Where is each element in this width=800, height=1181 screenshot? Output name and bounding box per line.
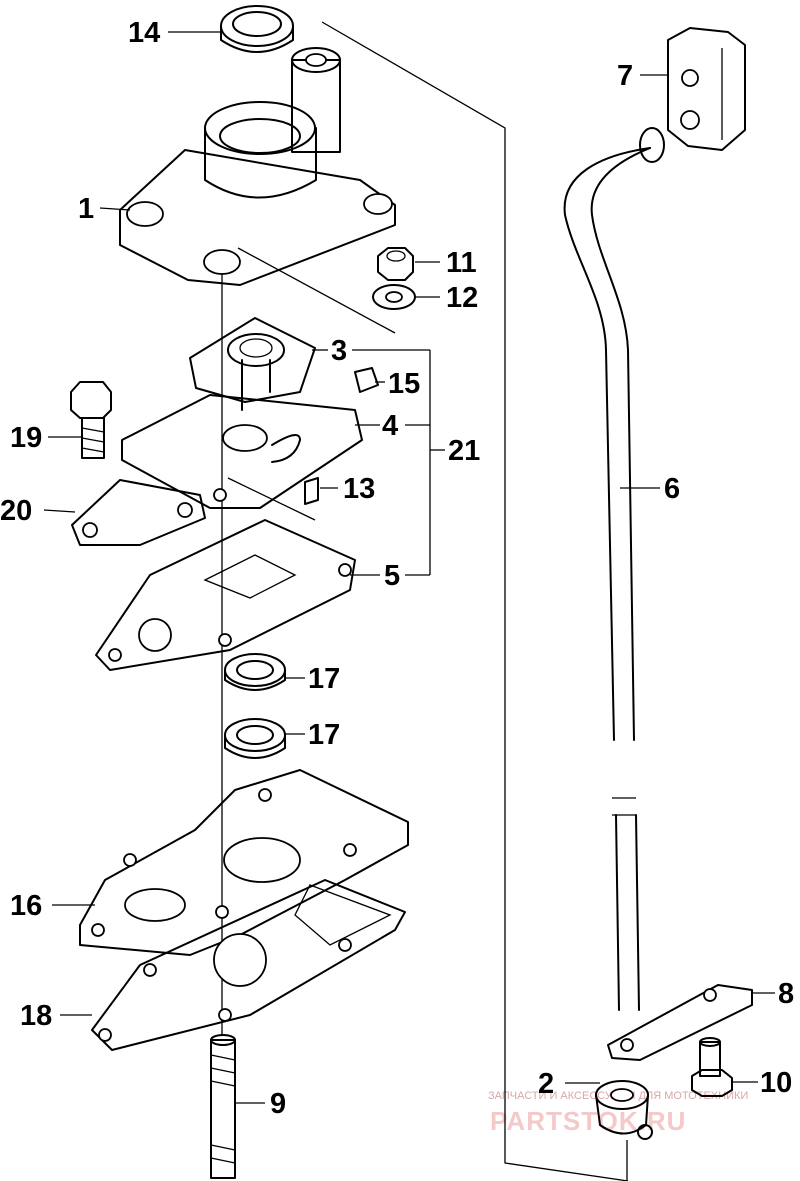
part-18-gasket: [91, 879, 406, 1051]
callout-11: 11: [446, 247, 477, 279]
part-6-water-tube: [563, 127, 665, 1011]
watermark-brand: PARTSTOK.RU: [490, 1106, 686, 1136]
part-8-clamp: [607, 984, 753, 1061]
part-2-grommet: [595, 1080, 653, 1140]
part-19-bolt: [70, 381, 112, 459]
callout-17-lower: 17: [308, 719, 340, 751]
callout-6: 6: [664, 473, 680, 505]
callout-17-upper: 17: [308, 663, 340, 695]
leader-lines: [43, 31, 775, 1104]
part-1-pump-case: [119, 47, 396, 286]
part-5-gasket: [95, 519, 356, 671]
perspective-box-lines: [227, 21, 629, 1181]
part-11-nut: [377, 247, 414, 281]
callout-21: 21: [448, 435, 480, 467]
callout-10: 10: [760, 1067, 792, 1099]
part-12-washer: [372, 284, 416, 310]
callout-14: 14: [128, 17, 160, 49]
callout-13: 13: [343, 473, 375, 505]
part-9-stud: [210, 1034, 236, 1179]
part-13-pin: [304, 477, 319, 505]
callout-12: 12: [446, 282, 478, 314]
callout-8: 8: [778, 978, 794, 1010]
part-17-seal-lower: [224, 718, 286, 759]
callout-5: 5: [384, 560, 400, 592]
callout-15: 15: [388, 368, 420, 400]
callout-2: 2: [538, 1068, 554, 1100]
part-15-key: [354, 367, 379, 393]
callout-7: 7: [617, 60, 633, 92]
callout-18: 18: [20, 1000, 52, 1032]
part-3-impeller: [189, 317, 316, 411]
part-17-seal-upper: [224, 653, 286, 691]
callout-1: 1: [78, 193, 94, 225]
callout-4: 4: [382, 410, 398, 442]
callout-9: 9: [270, 1088, 286, 1120]
callout-19: 19: [10, 422, 42, 454]
part-20-gasket: [71, 479, 206, 546]
part-7-grommet: [667, 27, 746, 151]
part-10-bolt: [691, 1037, 733, 1097]
part-14-seal: [220, 5, 294, 53]
callout-3: 3: [331, 335, 347, 367]
callout-16: 16: [10, 890, 42, 922]
part-16-plate: [79, 769, 409, 956]
part-4-plate: [121, 394, 363, 509]
callout-20: 20: [0, 495, 32, 527]
